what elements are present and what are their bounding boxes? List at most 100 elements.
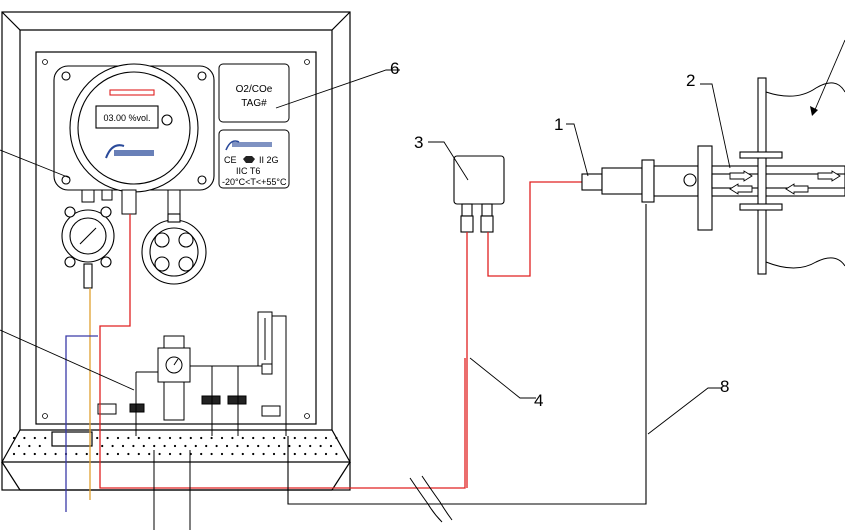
tray-hole	[252, 436, 255, 440]
tray-hole	[231, 436, 234, 440]
needle-valve	[227, 395, 247, 405]
tray-hole	[277, 444, 281, 448]
probe-assembly	[581, 145, 845, 231]
tray-hole	[54, 452, 57, 456]
cert-group: II 2G	[259, 155, 279, 165]
terminal	[154, 232, 170, 248]
analyzer-bezel-inner	[77, 71, 191, 185]
needle-valve	[129, 403, 145, 413]
duct-break-lines	[765, 82, 845, 269]
callout-2: 2	[686, 71, 695, 90]
tray-hole	[168, 436, 172, 440]
tray-hole	[272, 452, 276, 456]
tray-hole	[148, 452, 151, 456]
leader-line-8	[647, 387, 722, 435]
analyzer-housing	[53, 63, 215, 193]
housing-bolt	[61, 71, 71, 81]
tray-hole	[116, 452, 120, 456]
tray-hole	[75, 452, 78, 456]
tray-cutout	[51, 431, 93, 447]
red-signal-cable	[99, 214, 466, 489]
callout-8: 8	[720, 377, 729, 396]
terminal	[154, 256, 170, 272]
external-box-gland	[480, 215, 494, 233]
cert-logo	[225, 140, 240, 151]
tray-hole	[225, 444, 229, 448]
needle-valves	[129, 395, 247, 413]
tray-hole	[28, 444, 31, 448]
tray-hole	[132, 444, 135, 448]
leader-line-duct	[813, 39, 845, 113]
tray-hole	[173, 444, 177, 448]
tag-plate-line2: TAG#	[241, 98, 267, 109]
flow-arrow-left-icon	[729, 183, 753, 195]
tray-hole	[163, 444, 166, 448]
needle-valve	[201, 395, 221, 405]
panel-screws	[42, 59, 310, 419]
internal-cables	[65, 214, 466, 530]
tray-hole	[246, 444, 249, 448]
tube	[272, 315, 287, 436]
tray-hole	[142, 444, 145, 448]
tray-hole	[262, 436, 265, 440]
air-regulator	[157, 335, 191, 421]
tray-hole	[38, 444, 41, 448]
cable-gland	[121, 189, 137, 215]
external-box-gland	[481, 203, 493, 217]
tray-hole	[262, 452, 265, 456]
analyzer-logo	[105, 144, 154, 159]
tray-hole	[168, 452, 172, 456]
probe-port	[683, 173, 697, 187]
tray-hole	[179, 436, 182, 440]
cable-break-symbol	[409, 475, 453, 523]
cable-gland	[101, 189, 113, 201]
tray-hole	[220, 452, 224, 456]
tray-hole	[252, 452, 255, 456]
lug	[64, 206, 76, 218]
tray-hole	[309, 444, 312, 448]
tray-hole	[101, 444, 104, 448]
cable-gland	[167, 189, 181, 217]
tray-hole	[184, 444, 187, 448]
external-box-body	[453, 155, 505, 205]
tray-hole	[96, 436, 99, 440]
external-box-gland	[460, 215, 474, 233]
callout-4: 4	[534, 391, 543, 410]
cabinet-top-bevel	[1, 11, 351, 31]
gauge-needle	[173, 358, 179, 366]
mounting-panel	[35, 51, 317, 425]
blue-cable	[65, 335, 98, 512]
tray-hole	[96, 452, 99, 456]
tray-hole	[293, 436, 296, 440]
ex-icon	[243, 156, 255, 163]
tray-hole	[200, 452, 203, 456]
flowmeter-base	[261, 363, 273, 375]
tray-hole	[304, 436, 307, 440]
tray-hole	[121, 444, 125, 448]
tray-hole	[298, 444, 301, 448]
probe-mount-flange	[641, 159, 655, 203]
leader-line-1	[566, 123, 589, 177]
tray-hole	[335, 452, 338, 456]
flowmeter	[257, 311, 273, 375]
tray-hole	[137, 452, 140, 456]
cable-8	[287, 204, 647, 505]
tray-hole	[241, 452, 244, 456]
tray-hole	[304, 452, 307, 456]
external-box-gland	[461, 203, 473, 217]
tray-hole	[236, 444, 239, 448]
tray-hole	[189, 436, 192, 440]
probe-signal-cable	[487, 181, 582, 277]
duct-wall	[739, 77, 783, 275]
junction-box-gland	[167, 213, 181, 223]
tray-hole	[210, 436, 213, 440]
tray-hole	[205, 444, 208, 448]
tray-hole	[127, 452, 130, 456]
duct-wall-section	[757, 77, 767, 275]
terminal-block	[97, 403, 117, 415]
leader-line-4	[469, 357, 536, 399]
terminal	[178, 256, 194, 272]
probe-connector	[581, 173, 603, 191]
leader-line-2	[700, 83, 731, 169]
